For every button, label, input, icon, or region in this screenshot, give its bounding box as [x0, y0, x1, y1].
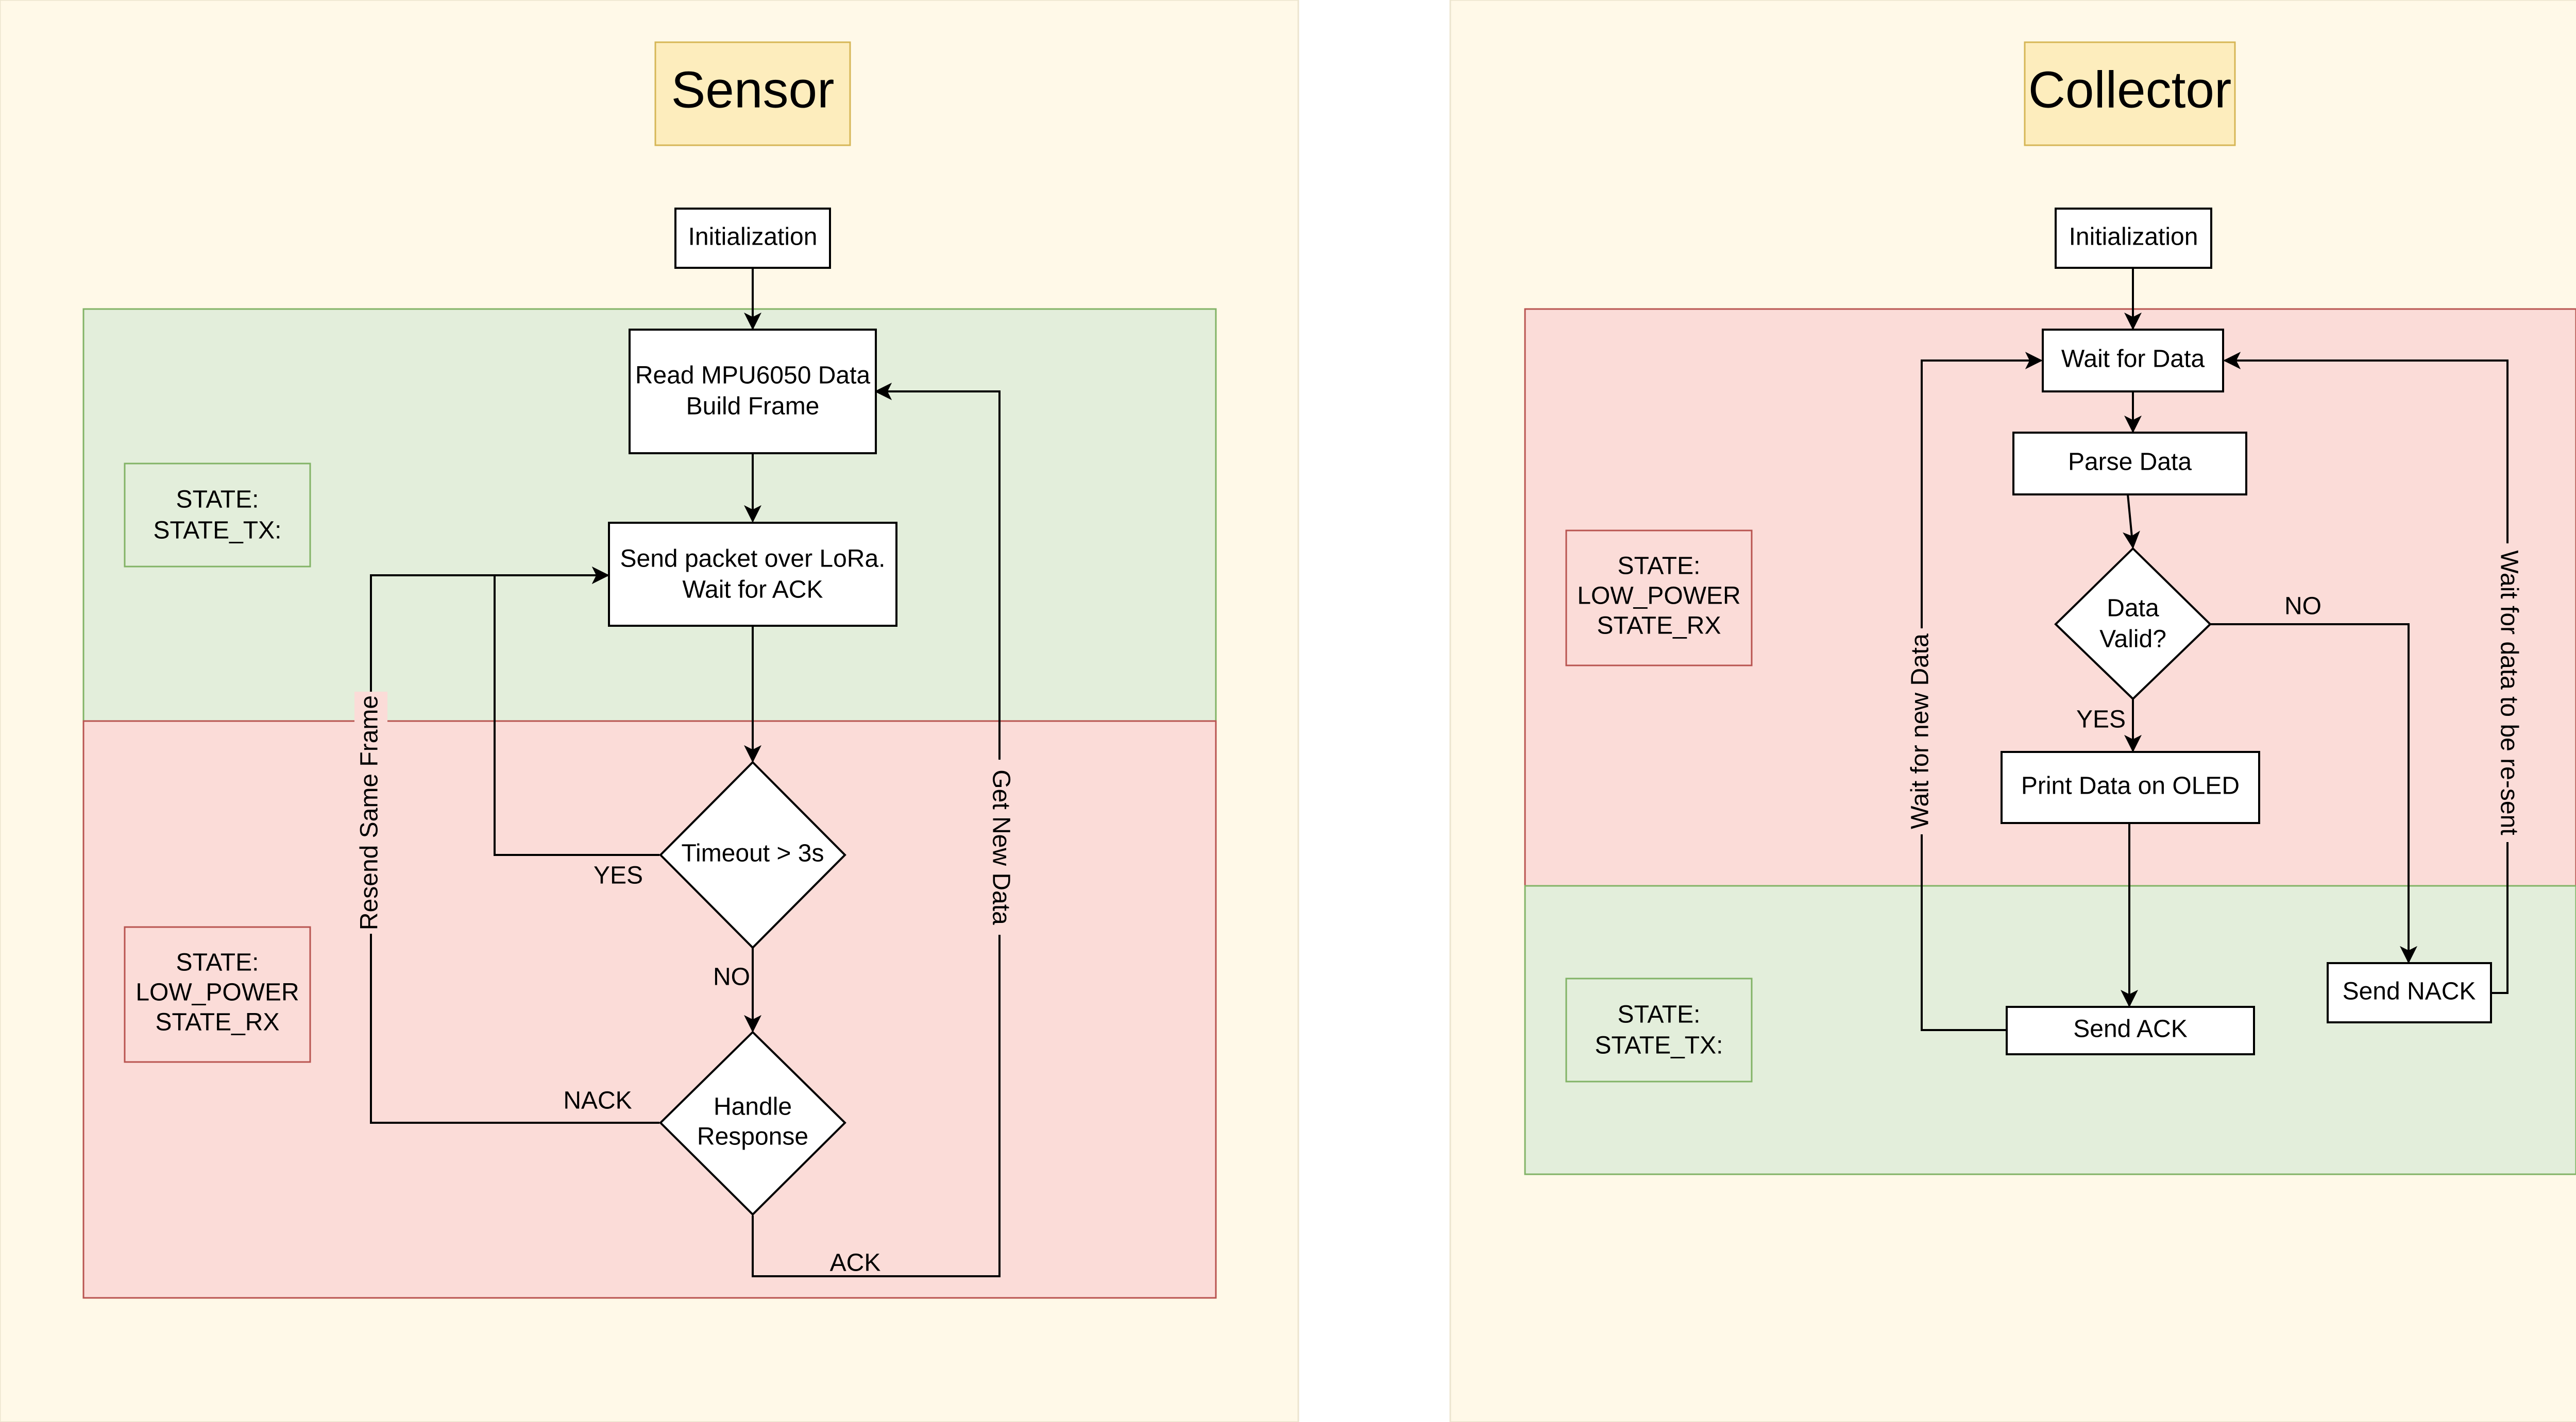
- sensor-yes-label: YES: [594, 862, 643, 889]
- collector-title-box: Collector: [2024, 41, 2236, 146]
- collector-wait-new-label: Wait for new Data: [1907, 633, 1934, 829]
- edge-handle-ack-get-new: [752, 383, 1001, 1277]
- sensor-read-node: Read MPU6050 Data Build Frame: [629, 329, 877, 454]
- collector-send-nack-node: Send NACK: [2327, 962, 2492, 1023]
- collector-no-label: NO: [2284, 593, 2321, 620]
- collector-valid-line1: Data: [2107, 595, 2159, 622]
- collector-state-rx-line2: LOW_POWER: [1577, 582, 1740, 610]
- sensor-state-rx-label: STATE: LOW_POWER STATE_RX: [124, 926, 311, 1063]
- sensor-edge-labels: YES NO NACK ACK Resend Same Frame Get Ne…: [354, 692, 1016, 1277]
- sensor-init-label: Initialization: [688, 224, 818, 251]
- collector-print-node: Print Data on OLED: [2001, 751, 2260, 824]
- sensor-timeout-decision: Timeout > 3s: [659, 761, 846, 949]
- collector-valid-decision: Data Valid?: [2054, 547, 2212, 700]
- sensor-handle-line1: Handle: [714, 1093, 792, 1121]
- collector-init-label: Initialization: [2069, 224, 2198, 251]
- collector-send-nack-label: Send NACK: [2343, 978, 2476, 1005]
- sensor-state-rx-line3: STATE_RX: [156, 1009, 280, 1036]
- collector-init-node: Initialization: [2055, 208, 2212, 269]
- sensor-title: Sensor: [671, 61, 835, 118]
- sensor-state-tx-line1: STATE:: [176, 486, 259, 513]
- collector-state-rx-line1: STATE:: [1618, 553, 1701, 580]
- sensor-timeout-label: Timeout > 3s: [681, 840, 824, 867]
- sensor-send-node: Send packet over LoRa. Wait for ACK: [608, 522, 897, 627]
- collector-print-label: Print Data on OLED: [2021, 773, 2240, 800]
- sensor-ack-label: ACK: [830, 1249, 881, 1277]
- collector-yes-label: YES: [2076, 706, 2126, 733]
- collector-parse-label: Parse Data: [2068, 449, 2192, 476]
- collector-title: Collector: [2028, 61, 2232, 118]
- collector-state-tx-label: STATE: STATE_TX:: [1565, 978, 1753, 1083]
- sensor-resend-label: Resend Same Frame: [356, 695, 383, 930]
- sensor-state-tx-label: STATE: STATE_TX:: [124, 462, 311, 568]
- sensor-read-line2: Build Frame: [686, 393, 820, 420]
- collector-wait-resent-label: Wait for data to be re-sent: [2495, 550, 2522, 835]
- collector-state-tx-line1: STATE:: [1618, 1001, 1701, 1029]
- collector-valid-line2: Valid?: [2099, 626, 2166, 653]
- sensor-rx-zone: [82, 720, 1217, 1299]
- sensor-state-rx-line2: LOW_POWER: [135, 979, 299, 1006]
- sensor-handle-line2: Response: [697, 1123, 808, 1151]
- sensor-no-label: NO: [713, 964, 750, 991]
- collector-edge-labels: YES NO Wait for new Data Wait for data t…: [1905, 543, 2524, 842]
- collector-send-ack-node: Send ACK: [2006, 1006, 2255, 1055]
- sensor-init-node: Initialization: [674, 208, 831, 269]
- edge-valid-no-to-nack: [2210, 623, 2417, 964]
- sensor-state-rx-line1: STATE:: [176, 949, 259, 976]
- sensor-title-box: Sensor: [654, 41, 851, 146]
- collector-wait-node: Wait for Data: [2042, 329, 2224, 392]
- sensor-read-line1: Read MPU6050 Data: [635, 362, 871, 389]
- collector-panel: Collector STATE: LOW_POWER STATE_RX STAT…: [1449, 0, 2576, 1422]
- collector-state-rx-line3: STATE_RX: [1597, 612, 1721, 640]
- collector-state-rx-label: STATE: LOW_POWER STATE_RX: [1565, 529, 1753, 666]
- sensor-handle-decision: Handle Response: [659, 1031, 846, 1216]
- collector-parse-node: Parse Data: [2012, 432, 2247, 495]
- sensor-state-tx-line2: STATE_TX:: [154, 517, 282, 544]
- collector-wait-label: Wait for Data: [2061, 346, 2205, 373]
- sensor-send-line1: Send packet over LoRa.: [620, 545, 886, 573]
- edge-parse-to-valid: [2123, 494, 2140, 549]
- collector-send-ack-label: Send ACK: [2073, 1016, 2187, 1043]
- sensor-get-new-label: Get New Data: [987, 769, 1014, 925]
- sensor-nack-label: NACK: [563, 1087, 632, 1115]
- collector-state-tx-line2: STATE_TX:: [1595, 1032, 1723, 1059]
- sensor-panel: Sensor STATE: STATE_TX: STATE: LOW_POWER…: [0, 0, 1299, 1422]
- sensor-send-line2: Wait for ACK: [683, 576, 823, 604]
